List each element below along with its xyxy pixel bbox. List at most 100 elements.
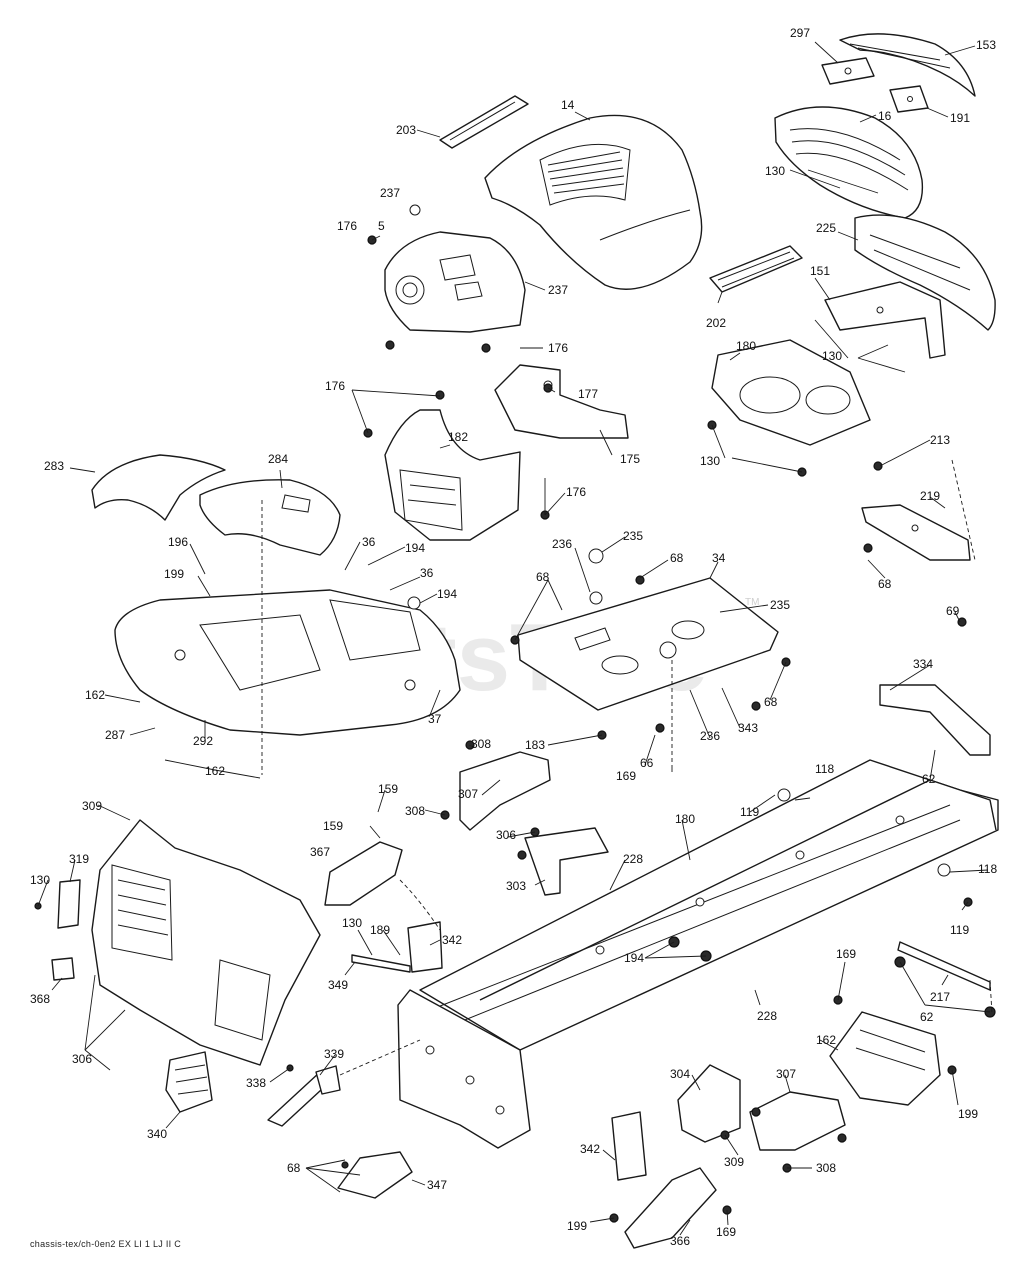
callout-label: 119	[740, 805, 759, 819]
callout-label: 308	[405, 804, 425, 818]
callout-label: 306	[496, 828, 516, 842]
callout-label: 68	[878, 577, 892, 591]
callout-label: 213	[930, 433, 950, 447]
callout-label: 175	[620, 452, 640, 466]
part-rod-217	[897, 941, 991, 991]
callout-label: 119	[950, 923, 969, 937]
callout-label: 66	[640, 756, 654, 770]
part-skid-347	[337, 1151, 413, 1199]
callout-label: 340	[147, 1127, 167, 1141]
part-tab-368	[51, 957, 75, 981]
part-bracket-342-upper	[407, 921, 443, 973]
callout-label: 5	[378, 219, 385, 233]
part-headlight-cover	[854, 214, 996, 331]
callout-label: 307	[458, 787, 478, 801]
callout-label: 176	[325, 379, 345, 393]
callout-label: 219	[920, 489, 940, 503]
callout-label: 69	[946, 604, 960, 618]
callout-label: 297	[790, 26, 810, 40]
part-bracket-307-lower	[749, 1091, 846, 1151]
part-lens	[709, 245, 803, 293]
callout-label: 338	[246, 1076, 266, 1090]
part-hood-strip	[439, 95, 529, 149]
callout-label: 308	[471, 737, 491, 751]
callout-label: 236	[552, 537, 572, 551]
callout-label: 118	[978, 862, 997, 876]
callout-label: 342	[580, 1142, 600, 1156]
callout-label: 130	[765, 164, 785, 178]
callout-label: 343	[738, 721, 758, 735]
callout-label: 199	[164, 567, 184, 581]
callout-label: 118	[815, 762, 834, 776]
callout-label: 180	[736, 339, 756, 353]
callout-label: 130	[700, 454, 720, 468]
assembly-line	[989, 979, 993, 1015]
leader-lines	[37, 41, 991, 1236]
callout-label: 62	[922, 772, 936, 786]
part-dash-panel	[384, 231, 526, 333]
part-hood	[484, 114, 703, 290]
callout-label: 235	[770, 598, 790, 612]
callout-label: 217	[930, 990, 950, 1004]
callout-label: 202	[706, 316, 726, 330]
part-bracket-219	[861, 504, 971, 561]
callout-label: 203	[396, 123, 416, 137]
callout-label: 237	[548, 283, 568, 297]
callout-label: 182	[448, 430, 468, 444]
assembly-line	[399, 879, 441, 931]
callout-label: 228	[757, 1009, 777, 1023]
callout-label: 339	[324, 1047, 344, 1061]
callout-label: 319	[69, 852, 89, 866]
part-lower-cover	[829, 1011, 941, 1106]
callout-label: 169	[616, 769, 636, 783]
part-bracket-334	[879, 684, 991, 756]
callout-label: 235	[623, 529, 643, 543]
callout-label: 334	[913, 657, 933, 671]
callout-label: 194	[437, 587, 457, 601]
callout-label: 169	[836, 947, 856, 961]
callout-label: 307	[776, 1067, 796, 1081]
callout-label: 16	[878, 109, 892, 123]
callout-label: 151	[810, 264, 830, 278]
callout-label: 194	[405, 541, 425, 555]
callout-label: 162	[85, 688, 105, 702]
callout-label: 176	[548, 341, 568, 355]
part-grille-frame	[774, 106, 924, 219]
callout-label: 68	[764, 695, 778, 709]
callout-label: 367	[310, 845, 330, 859]
callout-label: 162	[205, 764, 225, 778]
part-bracket-303	[524, 827, 609, 896]
part-frame-front-plate	[397, 989, 531, 1149]
part-bracket-366	[624, 1167, 717, 1249]
watermark-trademark: TM	[745, 597, 759, 608]
callout-label: 191	[950, 111, 970, 125]
callout-label: 309	[724, 1155, 744, 1169]
part-grille-strip	[839, 33, 976, 97]
part-bracket-367	[324, 841, 403, 906]
part-grille-insert	[165, 1051, 213, 1113]
callout-label: 228	[623, 852, 643, 866]
callout-label: 68	[670, 551, 684, 565]
callout-label: 194	[624, 951, 644, 965]
callout-label: 237	[380, 186, 400, 200]
callout-label: 183	[525, 738, 545, 752]
part-bracket-151	[824, 281, 946, 359]
callout-label: 349	[328, 978, 348, 992]
callout-label: 159	[323, 819, 343, 833]
part-rod-349	[351, 954, 411, 973]
callout-label: 225	[816, 221, 836, 235]
part-lower-dash	[384, 409, 521, 541]
callout-label: 68	[287, 1161, 301, 1175]
callout-label: 177	[578, 387, 598, 401]
callout-label: 130	[30, 873, 50, 887]
assembly-line	[339, 1039, 421, 1076]
callout-label: 292	[193, 734, 213, 748]
part-lever-339	[267, 1065, 341, 1127]
callout-label: 68	[536, 570, 550, 584]
assembly-line	[951, 459, 976, 561]
callout-label: 130	[822, 349, 842, 363]
part-tab-319	[57, 879, 81, 929]
callout-label: 176	[337, 219, 357, 233]
part-left-fender	[91, 454, 226, 521]
